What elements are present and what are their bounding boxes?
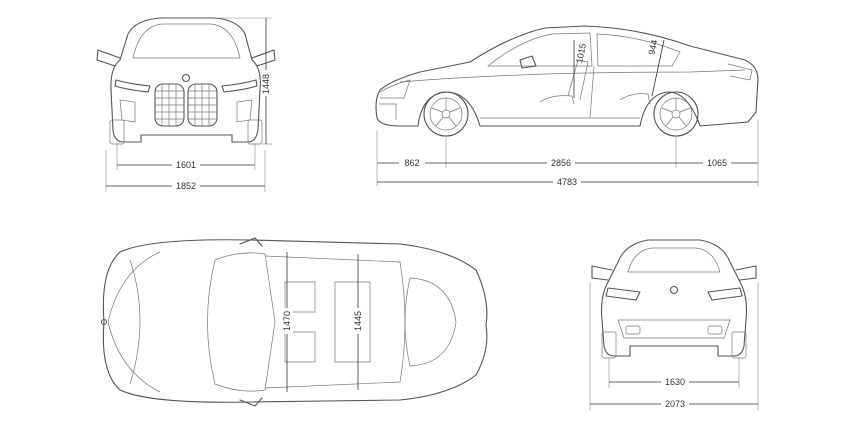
badge-icon — [181, 73, 191, 83]
badge-icon — [669, 285, 679, 295]
rear-shoulder-label: 1445 — [353, 311, 363, 331]
front-track-label: 1601 — [176, 160, 196, 170]
rear-overhang-label: 1065 — [707, 158, 727, 168]
kidney-grille — [154, 83, 218, 127]
rear-view: 1630 2073 — [589, 239, 759, 410]
front-headroom-label: 1015 — [574, 43, 588, 65]
side-view: 1015 944 862 2856 1065 4783 — [375, 25, 759, 187]
front-overhang-label: 862 — [404, 158, 419, 168]
badge-icon — [100, 318, 108, 326]
front-width-label: 1852 — [176, 181, 196, 191]
front-wheel — [423, 91, 469, 137]
rear-headroom-label: 944 — [647, 39, 660, 56]
length-label: 4783 — [557, 177, 577, 187]
top-view: 1470 1445 — [100, 237, 488, 407]
rear-wheel — [653, 91, 699, 137]
rear-track-label: 1630 — [665, 377, 685, 387]
front-shoulder-label: 1470 — [282, 311, 292, 331]
front-view: 1448 1601 1852 — [96, 17, 276, 192]
front-height-label: 1448 — [261, 74, 271, 94]
wheelbase-label: 2856 — [551, 158, 571, 168]
rear-width-label: 2073 — [665, 399, 685, 409]
